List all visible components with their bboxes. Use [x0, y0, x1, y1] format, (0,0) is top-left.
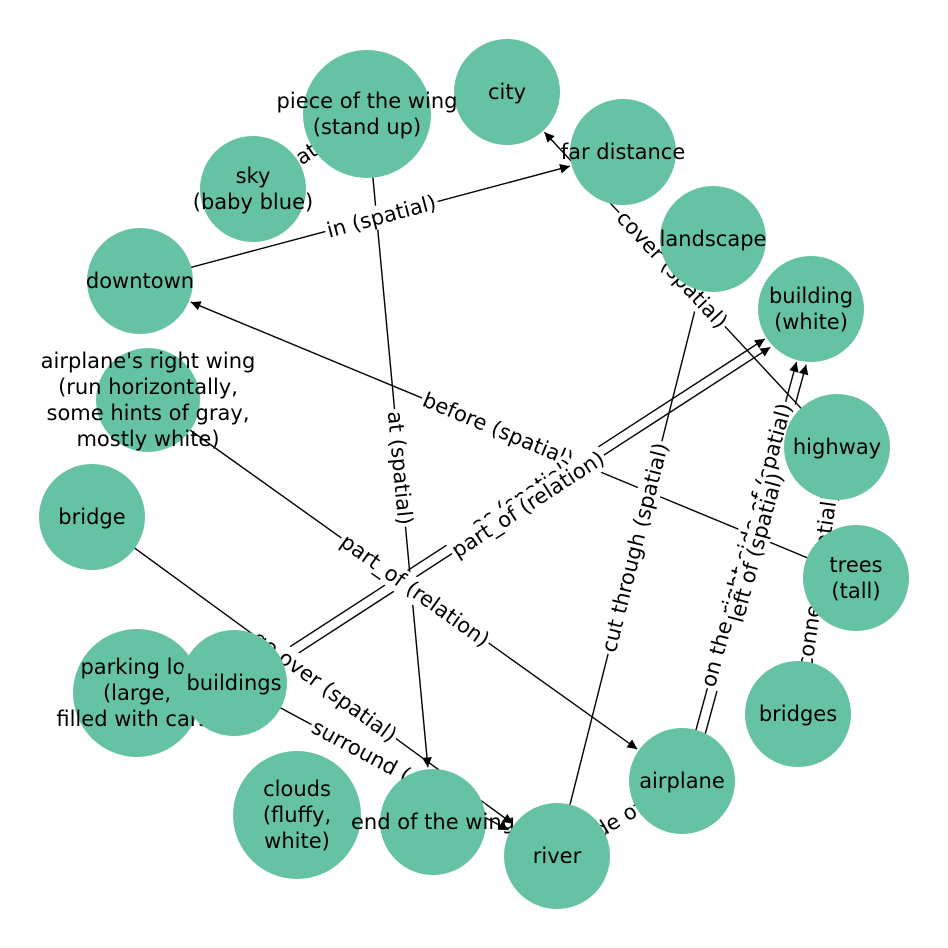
graph-node-piece-wing: piece of the wing(stand up) [277, 50, 458, 178]
graph-node-right-wing: airplane's right wing(run horizontally,s… [41, 348, 256, 452]
graph-node-bridge: bridge [39, 464, 145, 570]
node-label: clouds(fluffy,white) [263, 777, 331, 853]
node-circle [454, 39, 560, 145]
graph-node-highway: highway [784, 394, 890, 500]
node-circle [303, 50, 431, 178]
node-label: airplane [639, 769, 725, 793]
edge-label-background [333, 528, 496, 654]
edge-label-background [596, 438, 674, 657]
node-label: trees(tall) [829, 553, 882, 603]
node-circle [660, 186, 766, 292]
node-label: highway [793, 435, 881, 459]
graph-node-buildings: buildings [181, 630, 287, 736]
edge-label-text: part_of (relation) [447, 446, 609, 563]
graph-node-bridges: bridges [745, 661, 851, 767]
node-label: end of the wing [351, 810, 515, 834]
edge-label: cut through (spatial) [596, 438, 674, 657]
graph-node-trees: trees(tall) [803, 525, 909, 631]
graph-node-clouds: clouds(fluffy,white) [233, 751, 361, 879]
node-circle [87, 228, 193, 334]
edge-label-text: in (spatial) [324, 190, 439, 242]
node-circle [504, 803, 610, 909]
edge-label-background [723, 468, 789, 627]
edge-label-text: before (spatial) [419, 388, 577, 472]
node-label: bridges [759, 702, 837, 726]
node-label: buildings [186, 671, 281, 695]
edge-label: before (spatial) [417, 386, 579, 473]
node-circle [380, 769, 486, 875]
graph-node-city: city [454, 39, 560, 145]
graph-node-building-white: building(white) [758, 256, 864, 362]
node-circle [758, 256, 864, 362]
graph-node-end-wing: end of the wing [351, 769, 515, 875]
node-label: downtown [86, 269, 194, 293]
graph-node-airplane: airplane [629, 728, 735, 834]
node-circle [629, 728, 735, 834]
graph-node-river: river [504, 803, 610, 909]
node-circle [570, 99, 676, 205]
edge-label-background [417, 386, 579, 473]
node-circle [233, 751, 361, 879]
edge-label: part_of (relation) [445, 445, 611, 565]
edge-label-text: at (spatial) [383, 410, 417, 526]
edge-label-background [322, 189, 441, 244]
edge-label-background [382, 408, 418, 528]
node-label: building(white) [769, 284, 853, 334]
node-label: sky(baby blue) [193, 164, 313, 214]
edge-label-background [246, 624, 403, 749]
edge-label-text: cut through (spatial) [597, 440, 673, 655]
node-label: landscape [660, 227, 767, 251]
node-circle [803, 525, 909, 631]
graph-node-downtown: downtown [86, 228, 194, 334]
node-circle [39, 464, 145, 570]
node-label: piece of the wing(stand up) [277, 89, 458, 139]
node-label: parking lot(large,filled with cars) [56, 655, 217, 731]
graph-node-far-distance: far distance [561, 99, 686, 205]
node-label: far distance [561, 140, 686, 164]
node-circle [96, 348, 200, 452]
graph-node-landscape: landscape [660, 186, 767, 292]
node-circle [784, 394, 890, 500]
edge-label: in (spatial) [322, 189, 441, 244]
edge-label: at (spatial) [382, 408, 418, 528]
node-circle [73, 629, 201, 757]
node-label: airplane's right wing(run horizontally,s… [41, 349, 256, 451]
node-label: bridge [58, 505, 125, 529]
node-circle [200, 136, 306, 242]
nodes-layer: city piece of the wing(stand up) far dista… [39, 39, 909, 909]
graph-node-parking-lot: parking lot(large,filled with cars) [56, 629, 218, 757]
edge-label-background [445, 445, 611, 565]
node-label: river [533, 844, 582, 868]
graph-node-sky: sky(baby blue) [193, 136, 313, 242]
node-circle [181, 630, 287, 736]
node-label: city [488, 80, 526, 104]
node-circle [745, 661, 851, 767]
